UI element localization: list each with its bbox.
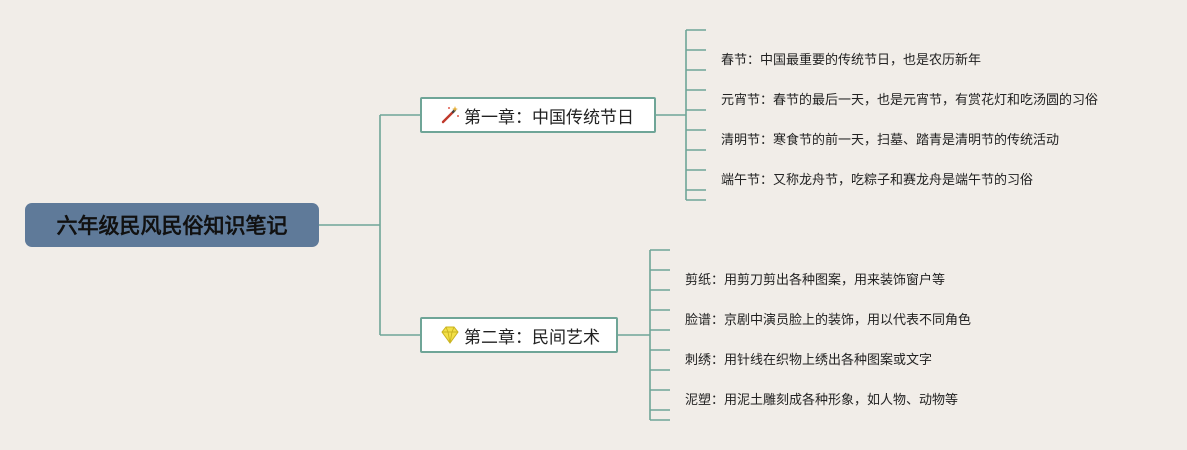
root-topic[interactable]: 六年级民风民俗知识笔记 (25, 203, 319, 247)
chapter-2-topic[interactable]: 第二章：民间艺术 (420, 317, 618, 353)
leaf-item[interactable]: 泥塑：用泥土雕刻成各种形象，如人物、动物等 (685, 393, 959, 408)
leaf-item[interactable]: 端午节：又称龙舟节，吃粽子和赛龙舟是端午节的习俗 (721, 173, 1034, 188)
leaf-item[interactable]: 刺绣：用针线在织物上绣出各种图案或文字 (685, 353, 933, 368)
root-topic-label: 六年级民风民俗知识笔记 (56, 214, 288, 238)
leaf-item[interactable]: 清明节：寒食节的前一天，扫墓、踏青是清明节的传统活动 (721, 133, 1060, 148)
gem-icon (440, 325, 460, 345)
leaf-item[interactable]: 剪纸：用剪刀剪出各种图案，用来装饰窗户等 (685, 273, 946, 288)
chapter-2-connector (618, 250, 651, 420)
chapter-1-topic[interactable]: 第一章：中国传统节日 (420, 97, 656, 133)
leaf-item[interactable]: 脸谱：京剧中演员脸上的装饰，用以代表不同角色 (685, 313, 972, 328)
leaf-item[interactable]: 元宵节：春节的最后一天，也是元宵节，有赏花灯和吃汤圆的习俗 (721, 93, 1099, 108)
chapter-1-ticks (686, 29, 706, 201)
root-connector (319, 114, 420, 336)
chapter-1-connector (656, 30, 687, 200)
leaf-item[interactable]: 春节：中国最重要的传统节日，也是农历新年 (721, 53, 982, 68)
chapter-2-label: 第二章：民间艺术 (464, 327, 600, 348)
chapter-2-ticks (650, 249, 670, 421)
chapter-1-label: 第一章：中国传统节日 (464, 107, 634, 128)
magic-wand-icon (440, 105, 460, 125)
